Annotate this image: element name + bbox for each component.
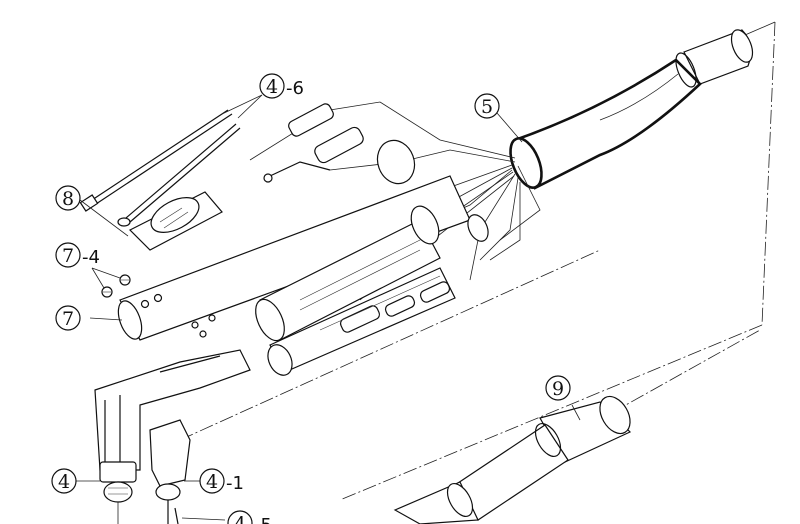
callout-7-4: 7 -4: [55, 242, 100, 268]
torch-head-part-4: [76, 349, 251, 524]
nozzle-part-4-1: [149, 419, 226, 524]
callout-number: 4: [206, 471, 218, 493]
callout-suffix: -4: [82, 247, 100, 268]
callout-number: 7: [62, 308, 74, 330]
callout-suffix: -6: [286, 78, 304, 99]
cable-cover-part-5: [509, 29, 754, 190]
callout-number: 4: [58, 471, 70, 493]
callout-suffix: -1: [226, 473, 244, 494]
callout-number: 7: [62, 245, 74, 267]
callout-8: 8: [55, 185, 81, 211]
callout-number: 8: [62, 188, 74, 210]
callout-4-1: 4 -1: [199, 468, 244, 494]
plug-part-8: [79, 191, 223, 251]
cable-ties-part-4-6: [79, 94, 263, 227]
callout-number: 4: [234, 513, 246, 524]
inner-terminals: [255, 205, 489, 376]
callout-9: 9: [545, 375, 571, 401]
screws-part-7-4: [91, 267, 216, 338]
callout-number: 5: [481, 96, 493, 118]
callout-7: 7: [55, 305, 81, 331]
callout-4-6: 4 -6: [259, 73, 304, 99]
callout-number: 9: [552, 378, 564, 400]
callout-number: 4: [266, 76, 278, 98]
hose-part-9: [393, 395, 632, 524]
callout-suffix: -5: [254, 515, 272, 524]
callout-5: 5: [474, 93, 523, 143]
callout-4-5: 4 -5: [227, 510, 272, 524]
callout-4: 4: [51, 468, 77, 494]
upper-connectors: [263, 103, 416, 185]
